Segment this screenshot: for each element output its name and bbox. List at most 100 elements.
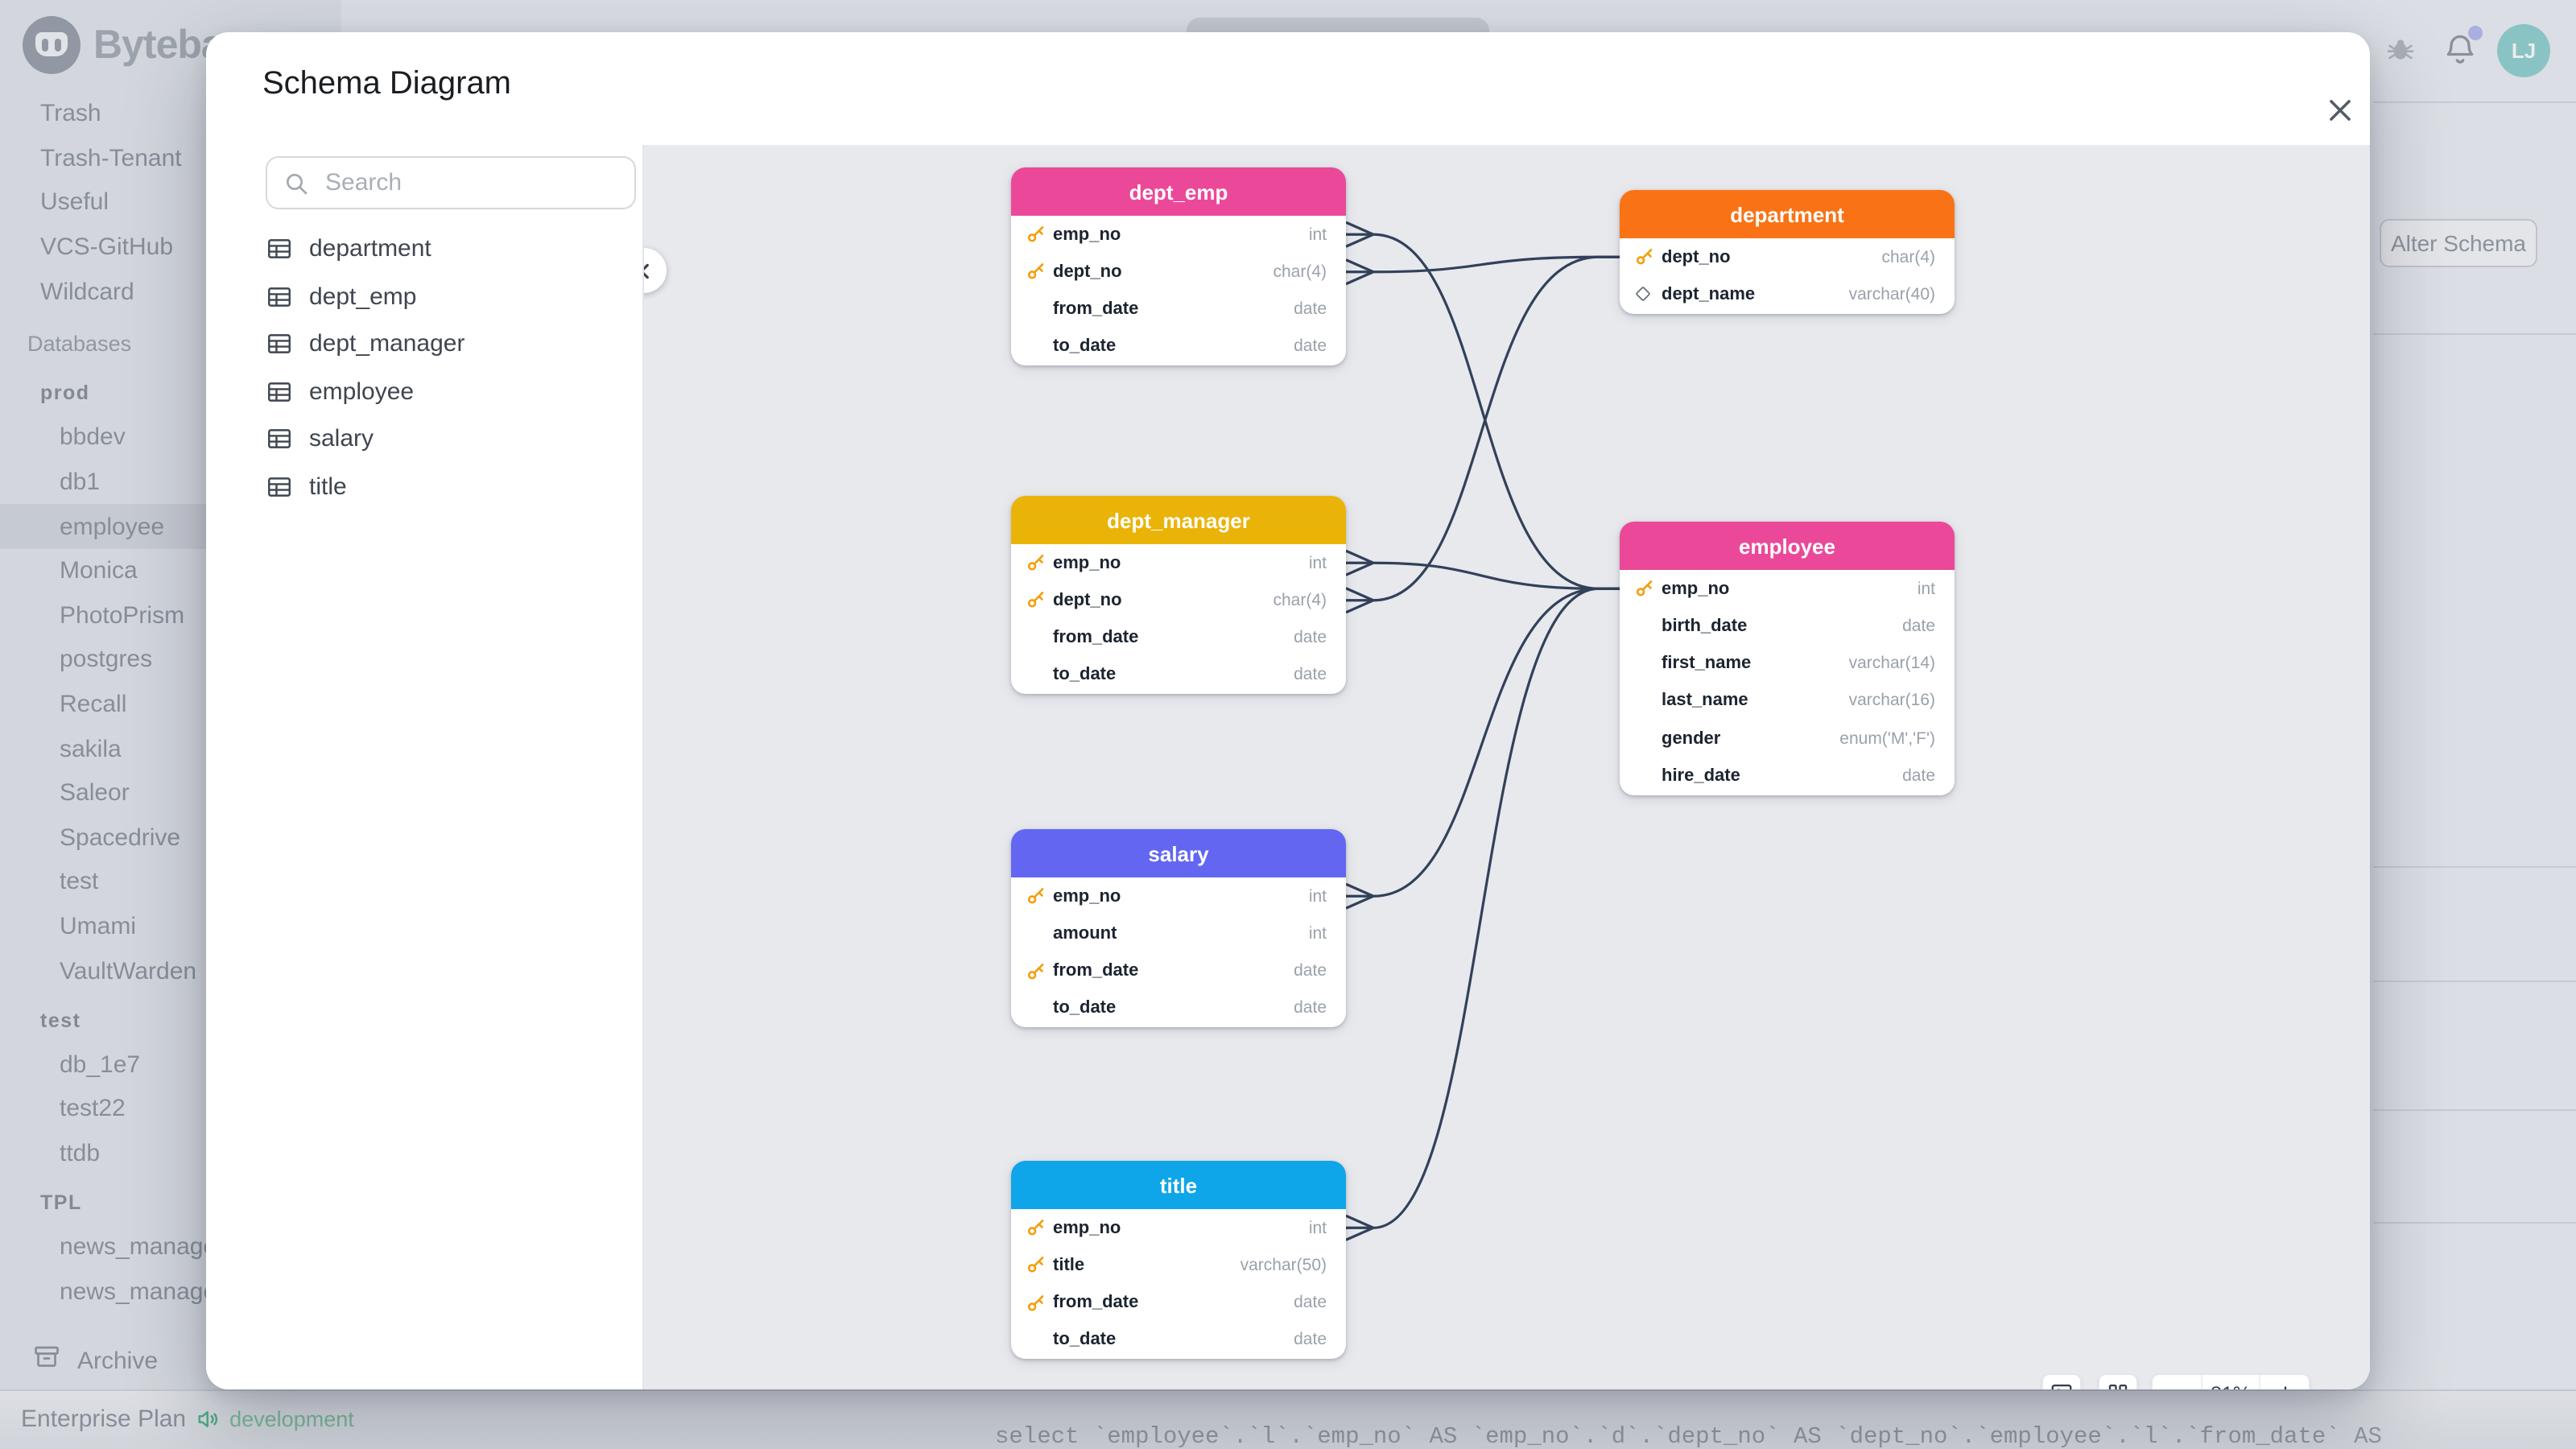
sidebar-item-photoprism[interactable]: PhotoPrism xyxy=(60,601,185,630)
column-name: to_date xyxy=(1053,665,1117,685)
sidebar-item-recall[interactable]: Recall xyxy=(60,691,127,719)
table-list-item-dept_manager[interactable]: dept_manager xyxy=(266,320,642,368)
column-name: from_date xyxy=(1053,1293,1139,1313)
column-name: from_date xyxy=(1053,299,1139,320)
table-icon xyxy=(266,378,293,406)
sidebar-item-test[interactable]: test xyxy=(60,868,99,896)
sidebar-item-ttdb[interactable]: ttdb xyxy=(60,1139,101,1167)
table-list-item-dept_emp[interactable]: dept_emp xyxy=(266,273,642,320)
sidebar-item-trash[interactable]: Trash xyxy=(40,100,101,128)
sidebar-item-monica[interactable]: Monica xyxy=(60,557,138,585)
table-list-label: salary xyxy=(309,425,374,453)
search-input[interactable] xyxy=(322,167,618,198)
notifications-bell-icon[interactable] xyxy=(2442,32,2478,76)
sidebar-item-databases: Databases xyxy=(27,332,132,357)
primary-key-icon xyxy=(1634,246,1662,267)
auto-layout-button[interactable] xyxy=(2098,1373,2138,1389)
column-name: to_date xyxy=(1053,1330,1117,1350)
alter-schema-button[interactable]: Alter Schema xyxy=(2380,219,2537,267)
edge-dept_emp.dept_no-to-department.dept_no xyxy=(1345,255,1620,286)
sidebar-item-news-manage[interactable]: news_manage xyxy=(60,1278,217,1306)
zoom-in-button[interactable] xyxy=(2260,1375,2309,1389)
sidebar-item-news-manage[interactable]: news_manage xyxy=(60,1233,217,1261)
sidebar-item-umami[interactable]: Umami xyxy=(60,912,136,940)
sidebar-item-spacedrive[interactable]: Spacedrive xyxy=(60,824,181,852)
sidebar-item-test[interactable]: test xyxy=(40,1009,81,1032)
table-list-item-salary[interactable]: salary xyxy=(266,415,642,463)
close-icon[interactable] xyxy=(2322,92,2357,127)
table-header-salary: salary xyxy=(1011,829,1346,877)
sidebar-item-useful[interactable]: Useful xyxy=(40,188,109,217)
sidebar-item-test22[interactable]: test22 xyxy=(60,1095,126,1123)
sidebar-item-trash-tenant[interactable]: Trash-Tenant xyxy=(40,144,182,172)
export-image-button[interactable] xyxy=(2041,1373,2082,1389)
backdrop-row-divider xyxy=(2373,866,2576,868)
table-column-title-from_date: from_date date xyxy=(1011,1284,1346,1322)
column-name: birth_date xyxy=(1662,616,1748,636)
user-avatar[interactable]: LJ xyxy=(2497,24,2550,77)
plan-indicator: Enterprise Plan development xyxy=(21,1406,354,1433)
sidebar-item-vaultwarden[interactable]: VaultWarden xyxy=(60,957,197,985)
zoom-out-button[interactable] xyxy=(2153,1375,2201,1389)
column-type: varchar(40) xyxy=(1848,284,1935,304)
table-list-label: department xyxy=(309,235,431,263)
column-type: date xyxy=(1294,1330,1327,1350)
sidebar-item-db-1e7[interactable]: db_1e7 xyxy=(60,1051,141,1079)
column-name: emp_no xyxy=(1053,225,1121,245)
sidebar-item-saleor[interactable]: Saleor xyxy=(60,779,130,807)
table-list-item-department[interactable]: department xyxy=(266,225,642,273)
column-type: varchar(50) xyxy=(1240,1255,1327,1275)
primary-key-icon xyxy=(1026,1217,1053,1238)
column-type: int xyxy=(1308,225,1327,245)
column-name: hire_date xyxy=(1662,766,1740,786)
column-type: date xyxy=(1294,336,1327,357)
sidebar-item-archive[interactable]: Archive xyxy=(0,1338,341,1383)
sidebar-item-sakila[interactable]: sakila xyxy=(60,735,122,763)
sidebar-item-vcs-github[interactable]: VCS-GitHub xyxy=(40,233,174,262)
sidebar-item-wildcard[interactable]: Wildcard xyxy=(40,278,134,306)
table-list-item-title[interactable]: title xyxy=(266,463,642,510)
edge-salary.emp_no-to-employee.emp_no xyxy=(1345,587,1620,910)
bug-report-icon[interactable] xyxy=(2384,34,2417,74)
table-icon xyxy=(266,283,293,311)
sidebar-item-db1[interactable]: db1 xyxy=(60,469,101,497)
plan-label: Enterprise Plan xyxy=(21,1406,187,1433)
column-type: int xyxy=(1308,1218,1327,1238)
column-type: char(4) xyxy=(1881,247,1935,267)
sidebar-item-postgres[interactable]: postgres xyxy=(60,646,153,674)
backdrop-row-divider xyxy=(2373,980,2576,982)
bytebase-logo[interactable] xyxy=(23,16,80,74)
column-type: date xyxy=(1294,1293,1327,1313)
sidebar-item-bbdev[interactable]: bbdev xyxy=(60,423,126,452)
sidebar-item-prod[interactable]: prod xyxy=(40,382,90,405)
table-list-label: title xyxy=(309,473,347,501)
archive-icon xyxy=(32,1343,61,1378)
column-name: to_date xyxy=(1053,336,1117,357)
column-type: date xyxy=(1294,961,1327,981)
primary-key-icon xyxy=(1026,590,1053,611)
primary-key-icon xyxy=(1634,578,1662,599)
column-type: varchar(14) xyxy=(1848,654,1935,674)
primary-key-icon xyxy=(1026,1292,1053,1313)
sidebar-item-tpl[interactable]: TPL xyxy=(40,1191,82,1215)
backdrop-row-divider xyxy=(2373,1109,2576,1111)
relationship-edges xyxy=(1345,221,1620,1241)
bottom-status-bar: Enterprise Plan development select `empl… xyxy=(0,1389,2576,1449)
table-list-item-employee[interactable]: employee xyxy=(266,368,642,415)
schema-diagram-modal: Schema Diagram departmentdept_empdept_ma… xyxy=(206,32,2370,1389)
